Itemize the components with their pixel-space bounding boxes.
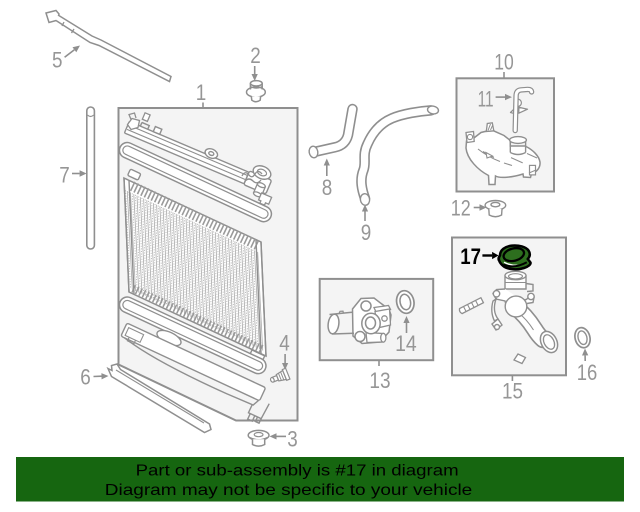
svg-text:16: 16 bbox=[577, 360, 598, 385]
svg-text:15: 15 bbox=[502, 379, 523, 404]
svg-text:4: 4 bbox=[279, 330, 290, 355]
svg-text:11: 11 bbox=[478, 87, 494, 112]
svg-text:12: 12 bbox=[451, 196, 471, 221]
svg-text:3: 3 bbox=[287, 426, 298, 451]
svg-text:6: 6 bbox=[80, 365, 91, 390]
svg-text:9: 9 bbox=[361, 220, 372, 245]
svg-text:7: 7 bbox=[59, 163, 70, 188]
svg-text:8: 8 bbox=[322, 175, 333, 200]
svg-text:1: 1 bbox=[196, 80, 207, 105]
svg-text:Part or sub-assembly is #17 in: Part or sub-assembly is #17 in diagram bbox=[136, 463, 459, 480]
svg-text:2: 2 bbox=[250, 43, 261, 68]
svg-text:17: 17 bbox=[460, 244, 481, 269]
svg-text:5: 5 bbox=[52, 48, 63, 73]
svg-text:10: 10 bbox=[494, 50, 514, 75]
svg-text:Diagram may not be specific to: Diagram may not be specific to your vehi… bbox=[105, 482, 473, 499]
svg-text:13: 13 bbox=[369, 368, 390, 393]
svg-text:14: 14 bbox=[395, 331, 417, 356]
